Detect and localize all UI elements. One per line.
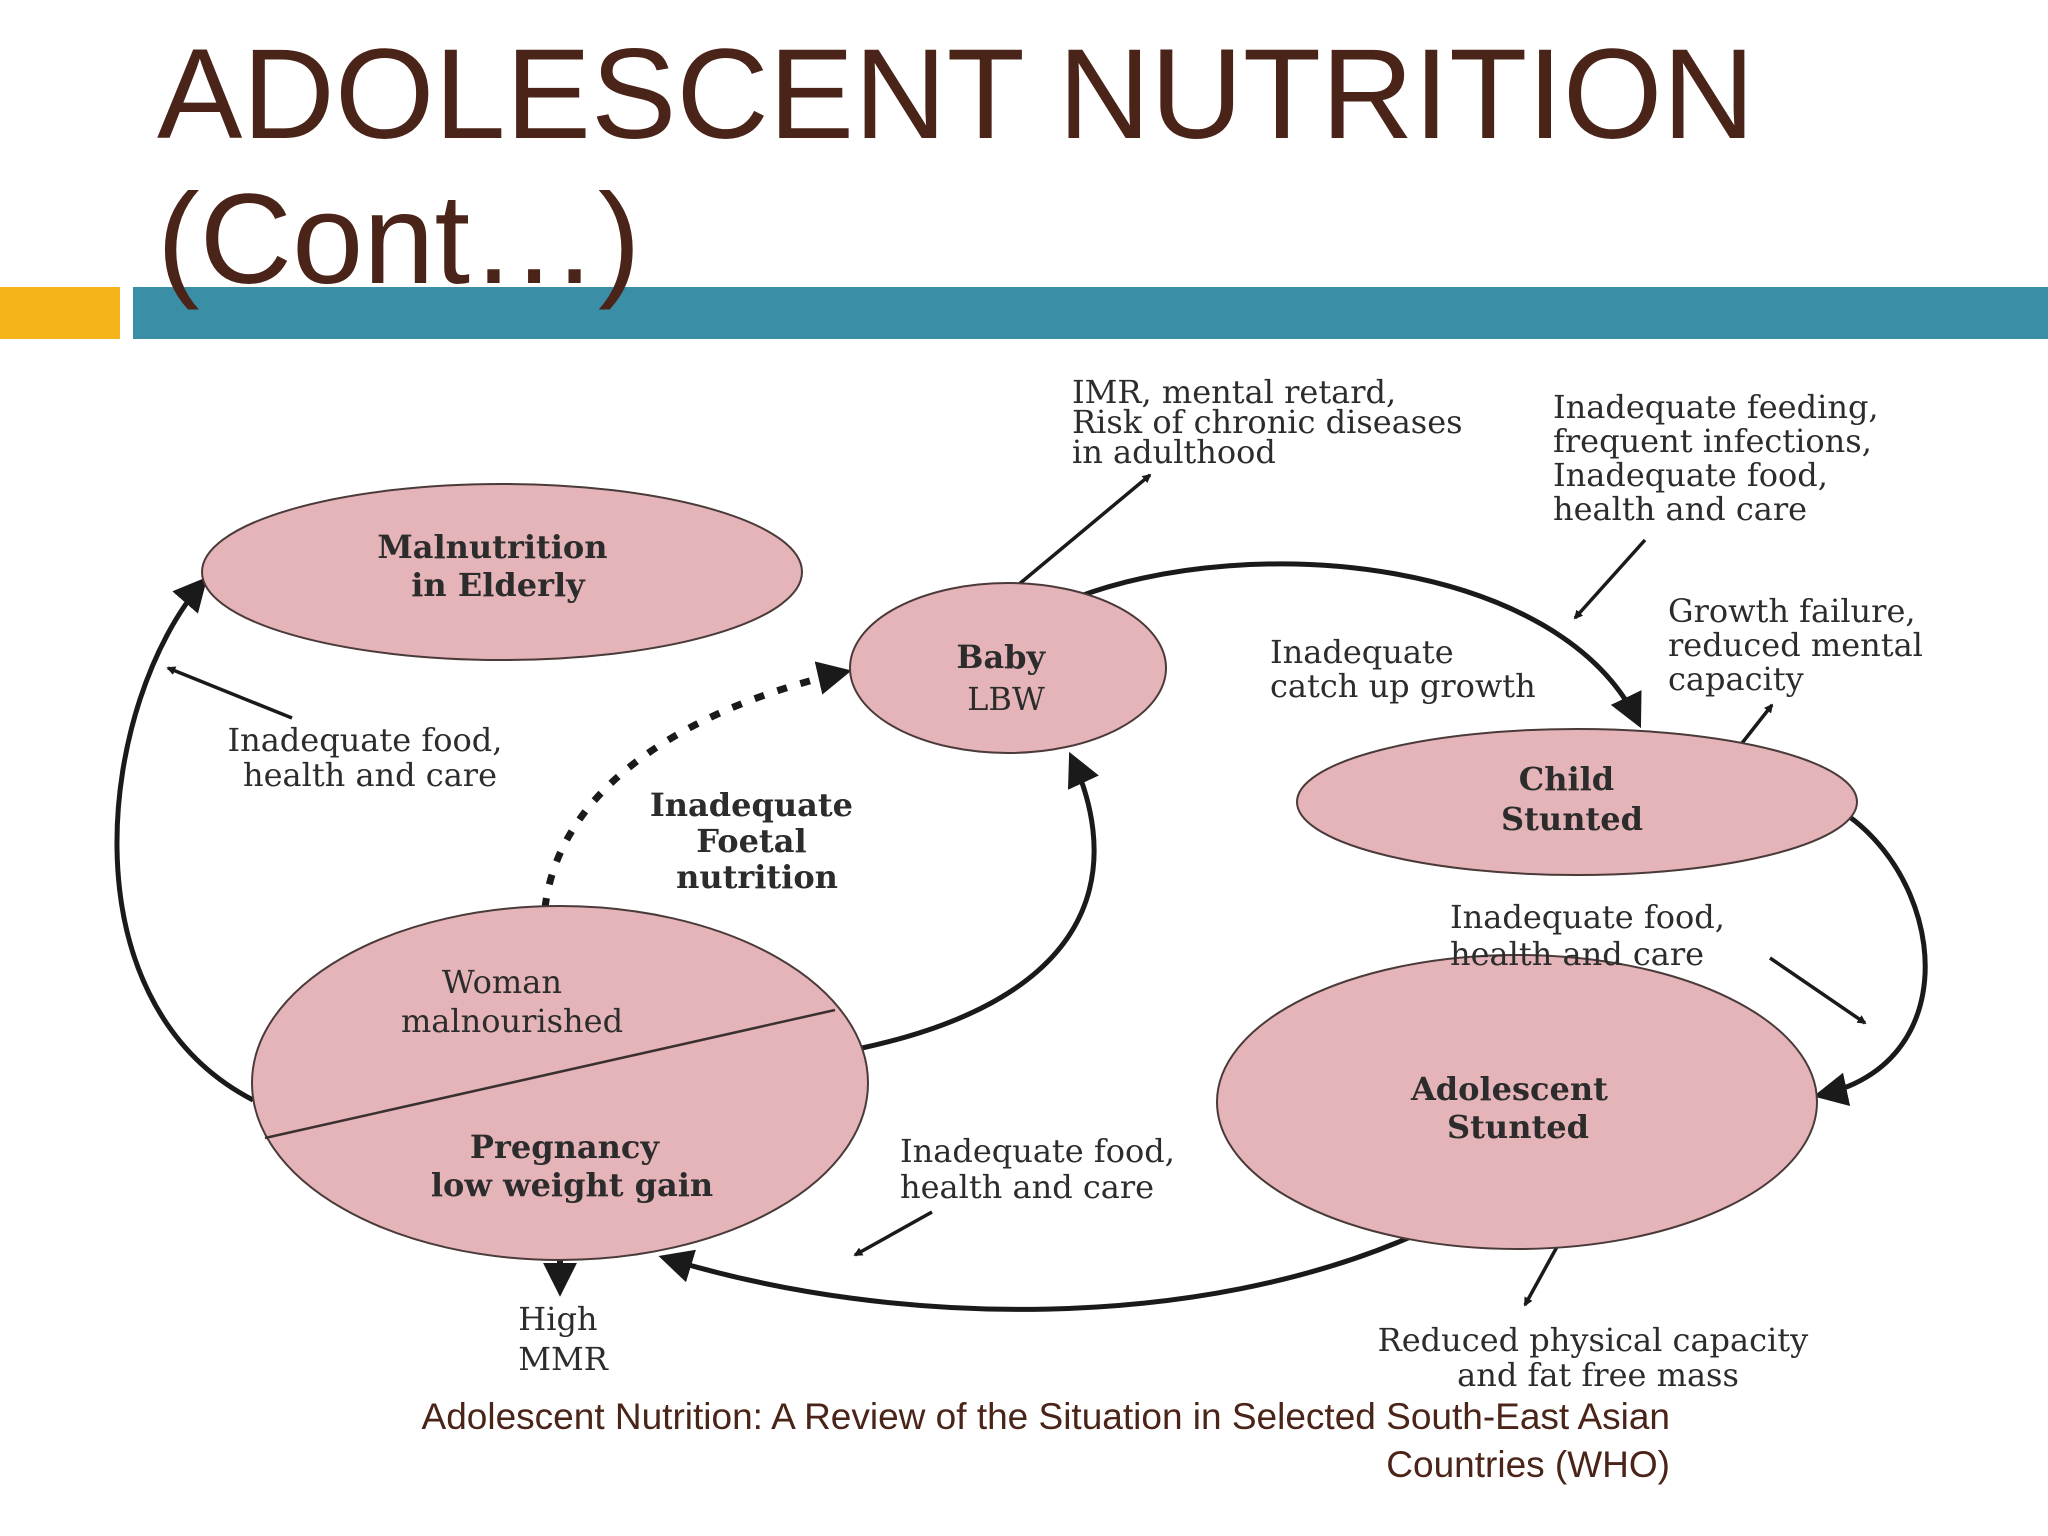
label-growth-failure: Growth failure, reduced mental capacity (1668, 592, 1933, 698)
accent-bar (0, 287, 120, 339)
node-adolescent (1216, 954, 1818, 1250)
arrow-to-imr (1010, 473, 1152, 592)
node-baby (849, 582, 1167, 754)
label-imr: IMR, mental retard, Risk of chronic dise… (1072, 373, 1473, 471)
title-line-1: ADOLESCENT NUTRITION (157, 23, 1755, 166)
node-elderly (201, 483, 803, 661)
node-woman-text: Woman malnourished (401, 963, 623, 1040)
arrow-adolescent-to-pregnancy (658, 1232, 1417, 1312)
label-physical: Reduced physical capacity and fat free m… (1378, 1321, 1819, 1394)
source-caption: Adolescent Nutrition: A Review of the Si… (300, 1393, 1670, 1489)
label-foetal: Inadequate Foetal nutrition (650, 786, 864, 896)
slide-title: ADOLESCENT NUTRITION (Cont…) (157, 22, 1755, 312)
node-pregnancy-text: Pregnancy low weight gain (431, 1128, 713, 1204)
node-baby-text: Baby LBW (956, 638, 1049, 718)
arrow-baby-to-child (1074, 561, 1642, 729)
node-woman-pregnancy (251, 905, 869, 1261)
arrow-child-food (1769, 956, 1867, 1025)
label-feeding: Inadequate feeding, frequent infections,… (1553, 388, 1889, 528)
caption-line-1: Adolescent Nutrition: A Review of the Si… (421, 1396, 1670, 1437)
title-line-2: (Cont…) (157, 168, 641, 311)
label-catch-up: Inadequate catch up growth (1270, 633, 1536, 705)
arrow-adolescent-food (853, 1210, 933, 1257)
label-elderly-food: Inadequate food, health and care (227, 721, 512, 794)
label-adolescent-food: Inadequate food, health and care (900, 1132, 1185, 1206)
label-child-food: Inadequate food, health and care (1450, 898, 1735, 973)
arrow-elderly-food (166, 666, 293, 720)
node-child-text: Child Stunted (1501, 760, 1643, 838)
label-mmr: High MMR (518, 1300, 609, 1378)
arrow-woman-to-elderly (114, 576, 255, 1103)
node-child (1296, 728, 1858, 876)
arrow-to-physical (1523, 1244, 1560, 1307)
node-divider (264, 1008, 836, 1140)
title-underline-bar (133, 287, 2048, 339)
caption-line-2: Countries (WHO) (1386, 1444, 1670, 1485)
node-elderly-text: Malnutrition in Elderly (377, 528, 618, 604)
node-adolescent-text: Adolescent Stunted (1410, 1070, 1619, 1146)
arrow-from-feeding (1573, 538, 1647, 620)
arrow-woman-to-baby (861, 751, 1099, 1051)
arrow-foetal-dotted (541, 661, 852, 909)
